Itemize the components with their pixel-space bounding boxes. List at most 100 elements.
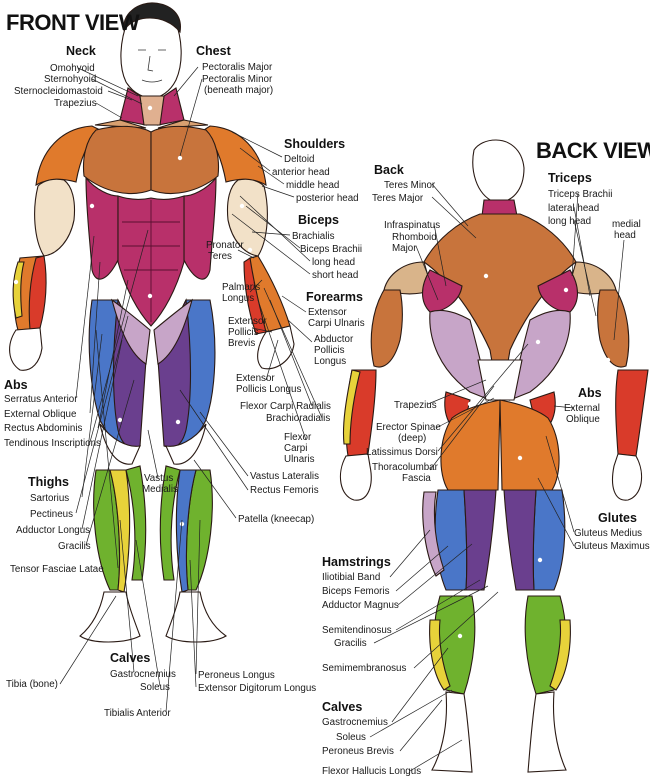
adductor-right bbox=[153, 298, 193, 365]
label-gracilis-back: Gracilis bbox=[334, 638, 367, 649]
serratus-left bbox=[85, 176, 119, 280]
label-group-abs-front: Abs Serratus Anterior External Oblique R… bbox=[4, 378, 101, 449]
label-latissimus: Latissimus Dorsi bbox=[366, 447, 438, 458]
label-group-biceps: Biceps Brachialis Biceps Brachii long he… bbox=[292, 213, 362, 281]
label-epl-2: Pollicis Longus bbox=[236, 384, 301, 395]
label-vm-1: Vastus bbox=[144, 473, 173, 484]
dot-neck bbox=[147, 105, 153, 111]
label-oblique-back: Oblique bbox=[566, 414, 600, 425]
label-pectoralis-major: Pectoralis Major bbox=[202, 62, 273, 73]
back-calf-right-yellow bbox=[549, 619, 571, 691]
label-flexor-hallucis: Flexor Hallucis Longus bbox=[322, 766, 421, 777]
front-head bbox=[120, 2, 182, 99]
label-gluteus-maximus: Gluteus Maximus bbox=[574, 541, 650, 552]
label-gastrocnemius-front: Gastrocnemius bbox=[110, 669, 176, 680]
label-vastus-lateralis: Vastus Lateralis bbox=[250, 471, 319, 482]
back-forearm-right bbox=[615, 369, 649, 457]
pectoralis-left bbox=[82, 125, 152, 195]
hamstring-right-inner bbox=[503, 489, 537, 591]
shoulders-heading: Shoulders bbox=[284, 137, 345, 151]
forearm-right-mid bbox=[243, 257, 267, 335]
label-rectus-abdominis: Rectus Abdominis bbox=[4, 423, 83, 434]
back-foot-left bbox=[431, 691, 473, 773]
label-group-thoracolumbar: Thoracolumbar Fascia bbox=[372, 462, 439, 484]
label-gracilis-front: Gracilis bbox=[58, 541, 91, 552]
hamstrings-heading: Hamstrings bbox=[322, 555, 391, 569]
label-semimembranosus: Semimembranosus bbox=[322, 663, 406, 674]
label-sartorius: Sartorius bbox=[30, 493, 69, 504]
label-group-ext-pollicis-brevis: Extensor Pollicis Brevis bbox=[228, 316, 267, 349]
back-figure bbox=[339, 139, 649, 773]
knee-right bbox=[165, 423, 207, 465]
chest-heading: Chest bbox=[196, 44, 232, 58]
label-deltoid: Deltoid bbox=[284, 154, 315, 165]
label-fcu-2: Carpi bbox=[284, 443, 307, 454]
back-hand-right bbox=[611, 453, 643, 501]
glutes-heading: Glutes bbox=[598, 511, 637, 525]
label-erector-1: Erector Spinae bbox=[376, 422, 441, 433]
label-group-back: Back Teres Minor Teres Major bbox=[372, 163, 436, 204]
label-long-head: long head bbox=[312, 257, 355, 268]
label-pronator-1: Pronator bbox=[206, 240, 244, 251]
back-triceps-left bbox=[370, 289, 403, 368]
label-sternocleidomastoid: Sternocleidomastoid bbox=[14, 86, 103, 97]
label-group-rhomboid: Rhomboid Major bbox=[392, 232, 437, 254]
label-gastrocnemius-back: Gastrocnemius bbox=[322, 717, 388, 728]
label-group-glutes: Glutes Gluteus Medius Gluteus Maximus bbox=[574, 511, 650, 552]
label-gluteus-medius: Gluteus Medius bbox=[574, 528, 642, 539]
label-peroneus-longus: Peroneus Longus bbox=[198, 670, 275, 681]
label-group-forearms: Forearms Extensor Carpi Ulnaris Abductor… bbox=[306, 290, 365, 367]
lower-leg-left-inner bbox=[125, 465, 147, 581]
label-carpi-ulnaris: Carpi Ulnaris bbox=[308, 318, 365, 329]
front-neck bbox=[94, 87, 209, 129]
label-trapezius-front: Trapezius bbox=[54, 98, 97, 109]
label-patella: Patella (kneecap) bbox=[238, 514, 314, 525]
label-sternohyoid: Sternohyoid bbox=[44, 74, 96, 85]
iliotibial-left bbox=[422, 491, 445, 577]
dot-chest bbox=[177, 155, 183, 161]
front-figure bbox=[9, 2, 295, 643]
dot-forearm bbox=[247, 247, 253, 253]
label-medial-1: medial bbox=[612, 219, 641, 230]
label-serratus-anterior: Serratus Anterior bbox=[4, 394, 78, 405]
label-group-erector: Erector Spinae (deep) bbox=[376, 422, 441, 444]
dot-biceps bbox=[239, 203, 245, 209]
label-group-abs-back: Abs External Oblique bbox=[564, 386, 602, 425]
label-iliotibial-band: Iliotibial Band bbox=[322, 572, 380, 583]
label-biceps-femoris: Biceps Femoris bbox=[322, 586, 390, 597]
label-rhomboid-2: Major bbox=[392, 243, 417, 254]
biceps-left bbox=[34, 178, 76, 257]
label-external-back: External bbox=[564, 403, 600, 414]
label-omohyoid: Omohyoid bbox=[50, 63, 95, 74]
label-group-calves-back: Calves Gastrocnemius Soleus Peroneus Bre… bbox=[322, 700, 421, 777]
label-group-pronator: Pronator Teres bbox=[206, 240, 244, 262]
calves-front-heading: Calves bbox=[110, 651, 150, 665]
label-group-triceps: Triceps Triceps Brachii lateral head lon… bbox=[548, 171, 612, 227]
dot-forearm-left bbox=[13, 279, 19, 285]
label-soleus-front: Soleus bbox=[140, 682, 170, 693]
label-group-calves-front: Calves Gastrocnemius Soleus bbox=[110, 651, 176, 693]
label-anterior-head: anterior head bbox=[272, 167, 330, 178]
forearms-heading: Forearms bbox=[306, 290, 363, 304]
label-fcu-3: Ulnaris bbox=[284, 454, 315, 465]
label-group-chest: Chest Pectoralis Major Pectoralis Minor … bbox=[196, 44, 273, 96]
label-group-vastus-medialis: Vastus Medialis bbox=[142, 473, 178, 495]
foot-left bbox=[79, 591, 141, 643]
hamstring-left-outer bbox=[434, 489, 468, 591]
pectoralis-right bbox=[150, 125, 220, 195]
dot-glutes bbox=[517, 455, 523, 461]
label-group-thighs: Thighs Sartorius Pectineus Adductor Long… bbox=[16, 475, 91, 552]
label-pronator-2: Teres bbox=[208, 251, 232, 262]
triceps-heading: Triceps bbox=[548, 171, 592, 185]
label-trapezius-back: Trapezius bbox=[394, 400, 437, 411]
forearm-left-yellow bbox=[12, 261, 25, 319]
calves-back-heading: Calves bbox=[322, 700, 362, 714]
label-pectoralis-minor: Pectoralis Minor bbox=[202, 74, 273, 85]
label-fcu-1: Flexor bbox=[284, 432, 312, 443]
label-semitendinosus: Semitendinosus bbox=[322, 625, 392, 636]
label-adductor-longus: Adductor Longus bbox=[16, 525, 90, 536]
label-thoraco-1: Thoracolumbar bbox=[372, 462, 439, 473]
label-extensor: Extensor bbox=[308, 307, 347, 318]
label-pollicis: Pollicis bbox=[314, 345, 345, 356]
label-tibialis-anterior: Tibialis Anterior bbox=[104, 708, 171, 719]
